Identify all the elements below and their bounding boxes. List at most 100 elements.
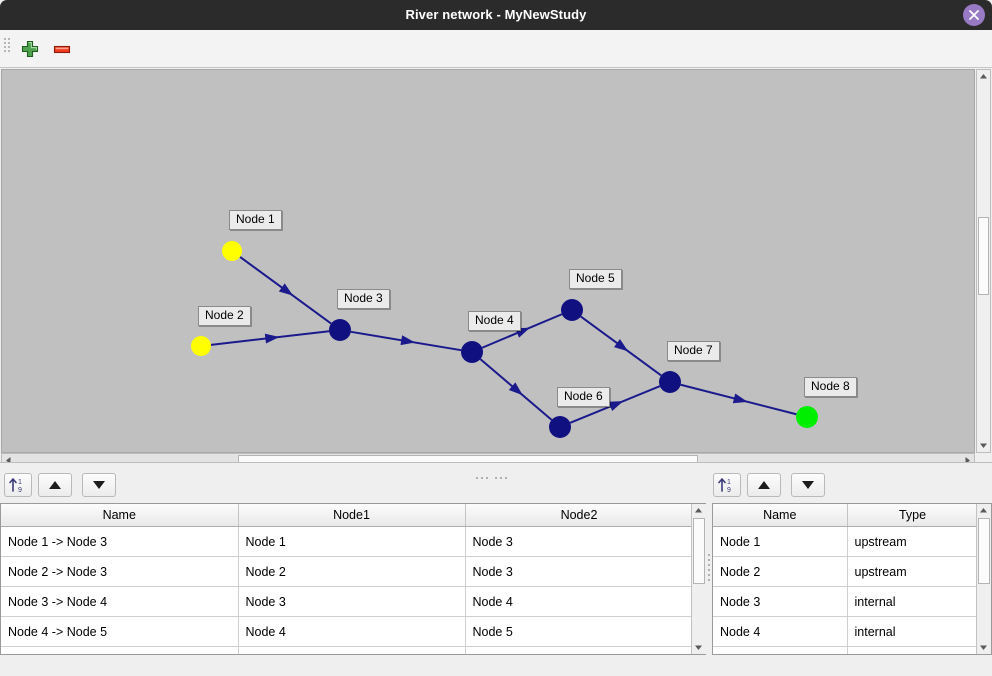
table-cell[interactable]: Node 5	[465, 616, 694, 647]
toolbar-grip[interactable]	[4, 38, 10, 60]
table-row-empty[interactable]	[1, 646, 694, 654]
sort-icon[interactable]: 1 9	[4, 473, 32, 497]
column-header[interactable]: Name	[713, 504, 848, 527]
table-cell[interactable]	[1, 646, 239, 654]
scroll-down-icon[interactable]	[977, 439, 990, 452]
graph-node-label[interactable]: Node 7	[667, 341, 720, 361]
table-cell[interactable]: Node 3	[713, 586, 848, 617]
close-icon[interactable]	[963, 4, 985, 26]
table-cell[interactable]: Node 3	[238, 586, 466, 617]
table-cell[interactable]: Node 4	[238, 616, 466, 647]
graph-node-label[interactable]: Node 4	[468, 311, 521, 331]
edge-arrow-icon	[732, 393, 748, 404]
graph-node-label[interactable]: Node 6	[557, 387, 610, 407]
table-cell[interactable]: Node 4	[465, 586, 694, 617]
column-header[interactable]: Node1	[238, 504, 466, 527]
graph-node[interactable]	[191, 336, 211, 356]
reaches-vertical-scrollbar[interactable]	[691, 504, 706, 654]
graph-node[interactable]	[561, 299, 583, 321]
network-graph	[191, 241, 818, 438]
splitter-grip	[476, 466, 510, 484]
table-cell[interactable]	[238, 646, 466, 654]
scroll-up-icon[interactable]	[692, 504, 705, 517]
horizontal-splitter[interactable]	[0, 462, 992, 479]
table-cell[interactable]: Node 4 -> Node 5	[1, 616, 239, 647]
edge-arrow-icon	[278, 283, 294, 296]
graph-node-label[interactable]: Node 2	[198, 306, 251, 326]
column-header[interactable]: Node2	[465, 504, 694, 527]
graph-node[interactable]	[222, 241, 242, 261]
edge-arrow-icon	[264, 333, 280, 344]
table-cell[interactable]	[465, 646, 694, 654]
table-cell[interactable]: internal	[847, 616, 979, 647]
reaches-scroll-thumb[interactable]	[693, 518, 705, 584]
scroll-up-icon[interactable]	[977, 504, 990, 517]
graph-node[interactable]	[329, 319, 351, 341]
table-row-empty[interactable]	[713, 646, 979, 654]
table-cell[interactable]: Node 3 -> Node 4	[1, 586, 239, 617]
graph-node[interactable]	[461, 341, 483, 363]
svg-text:1: 1	[18, 479, 22, 486]
graph-node[interactable]	[549, 416, 571, 438]
table-cell[interactable]	[713, 646, 848, 654]
scroll-down-icon[interactable]	[977, 641, 990, 654]
edge-arrow-icon	[400, 335, 416, 346]
table-cell[interactable]: Node 2	[713, 556, 848, 587]
graph-panel: Node 1 Node 2 Node 3 Node 4 Node 5 Node 6 Node…	[1, 69, 991, 469]
graph-node-label[interactable]: Node 3	[337, 289, 390, 309]
table-cell[interactable]: Node 2 -> Node 3	[1, 556, 239, 587]
svg-text:1: 1	[727, 479, 731, 486]
canvas-vscroll-thumb[interactable]	[978, 217, 989, 295]
graph-node-label[interactable]: Node 5	[569, 269, 622, 289]
sort-icon[interactable]: 1 9	[713, 473, 741, 497]
table-cell[interactable]: Node 4	[713, 616, 848, 647]
move-down-icon[interactable]	[791, 473, 825, 497]
network-canvas[interactable]: Node 1 Node 2 Node 3 Node 4 Node 5 Node 6 Node…	[1, 69, 975, 453]
table-cell[interactable]: Node 1	[713, 526, 848, 557]
scroll-down-icon[interactable]	[692, 641, 705, 654]
svg-text:9: 9	[18, 487, 22, 494]
nodes-scroll-thumb[interactable]	[978, 518, 990, 584]
edge-arrow-icon	[508, 382, 523, 396]
table-cell[interactable]	[847, 646, 979, 654]
graph-node-label[interactable]: Node 8	[804, 377, 857, 397]
add-node-icon[interactable]	[18, 37, 42, 61]
edge-arrow-icon	[608, 401, 624, 412]
graph-node-label[interactable]: Node 1	[229, 210, 282, 230]
scroll-up-icon[interactable]	[977, 70, 990, 83]
table-cell[interactable]: upstream	[847, 556, 979, 587]
nodes-vertical-scrollbar[interactable]	[976, 504, 991, 654]
vertical-splitter[interactable]	[706, 470, 713, 660]
table-cell[interactable]: internal	[847, 586, 979, 617]
column-header[interactable]: Type	[847, 504, 979, 527]
column-header[interactable]: Name	[1, 504, 239, 527]
table-cell[interactable]: Node 1 -> Node 3	[1, 526, 239, 557]
table-cell[interactable]: Node 3	[465, 526, 694, 557]
move-up-icon[interactable]	[747, 473, 781, 497]
table-cell[interactable]: Node 3	[465, 556, 694, 587]
table-cell[interactable]: Node 2	[238, 556, 466, 587]
graph-node[interactable]	[659, 371, 681, 393]
move-up-icon[interactable]	[38, 473, 72, 497]
canvas-vertical-scrollbar[interactable]	[976, 69, 991, 453]
move-down-icon[interactable]	[82, 473, 116, 497]
delete-node-icon[interactable]	[50, 37, 74, 61]
title-bar: River network - MyNewStudy	[0, 0, 992, 30]
table-cell[interactable]: upstream	[847, 526, 979, 557]
reaches-pane-toolbar: 1 9	[4, 473, 304, 501]
graph-node[interactable]	[796, 406, 818, 428]
table-cell[interactable]: Node 1	[238, 526, 466, 557]
